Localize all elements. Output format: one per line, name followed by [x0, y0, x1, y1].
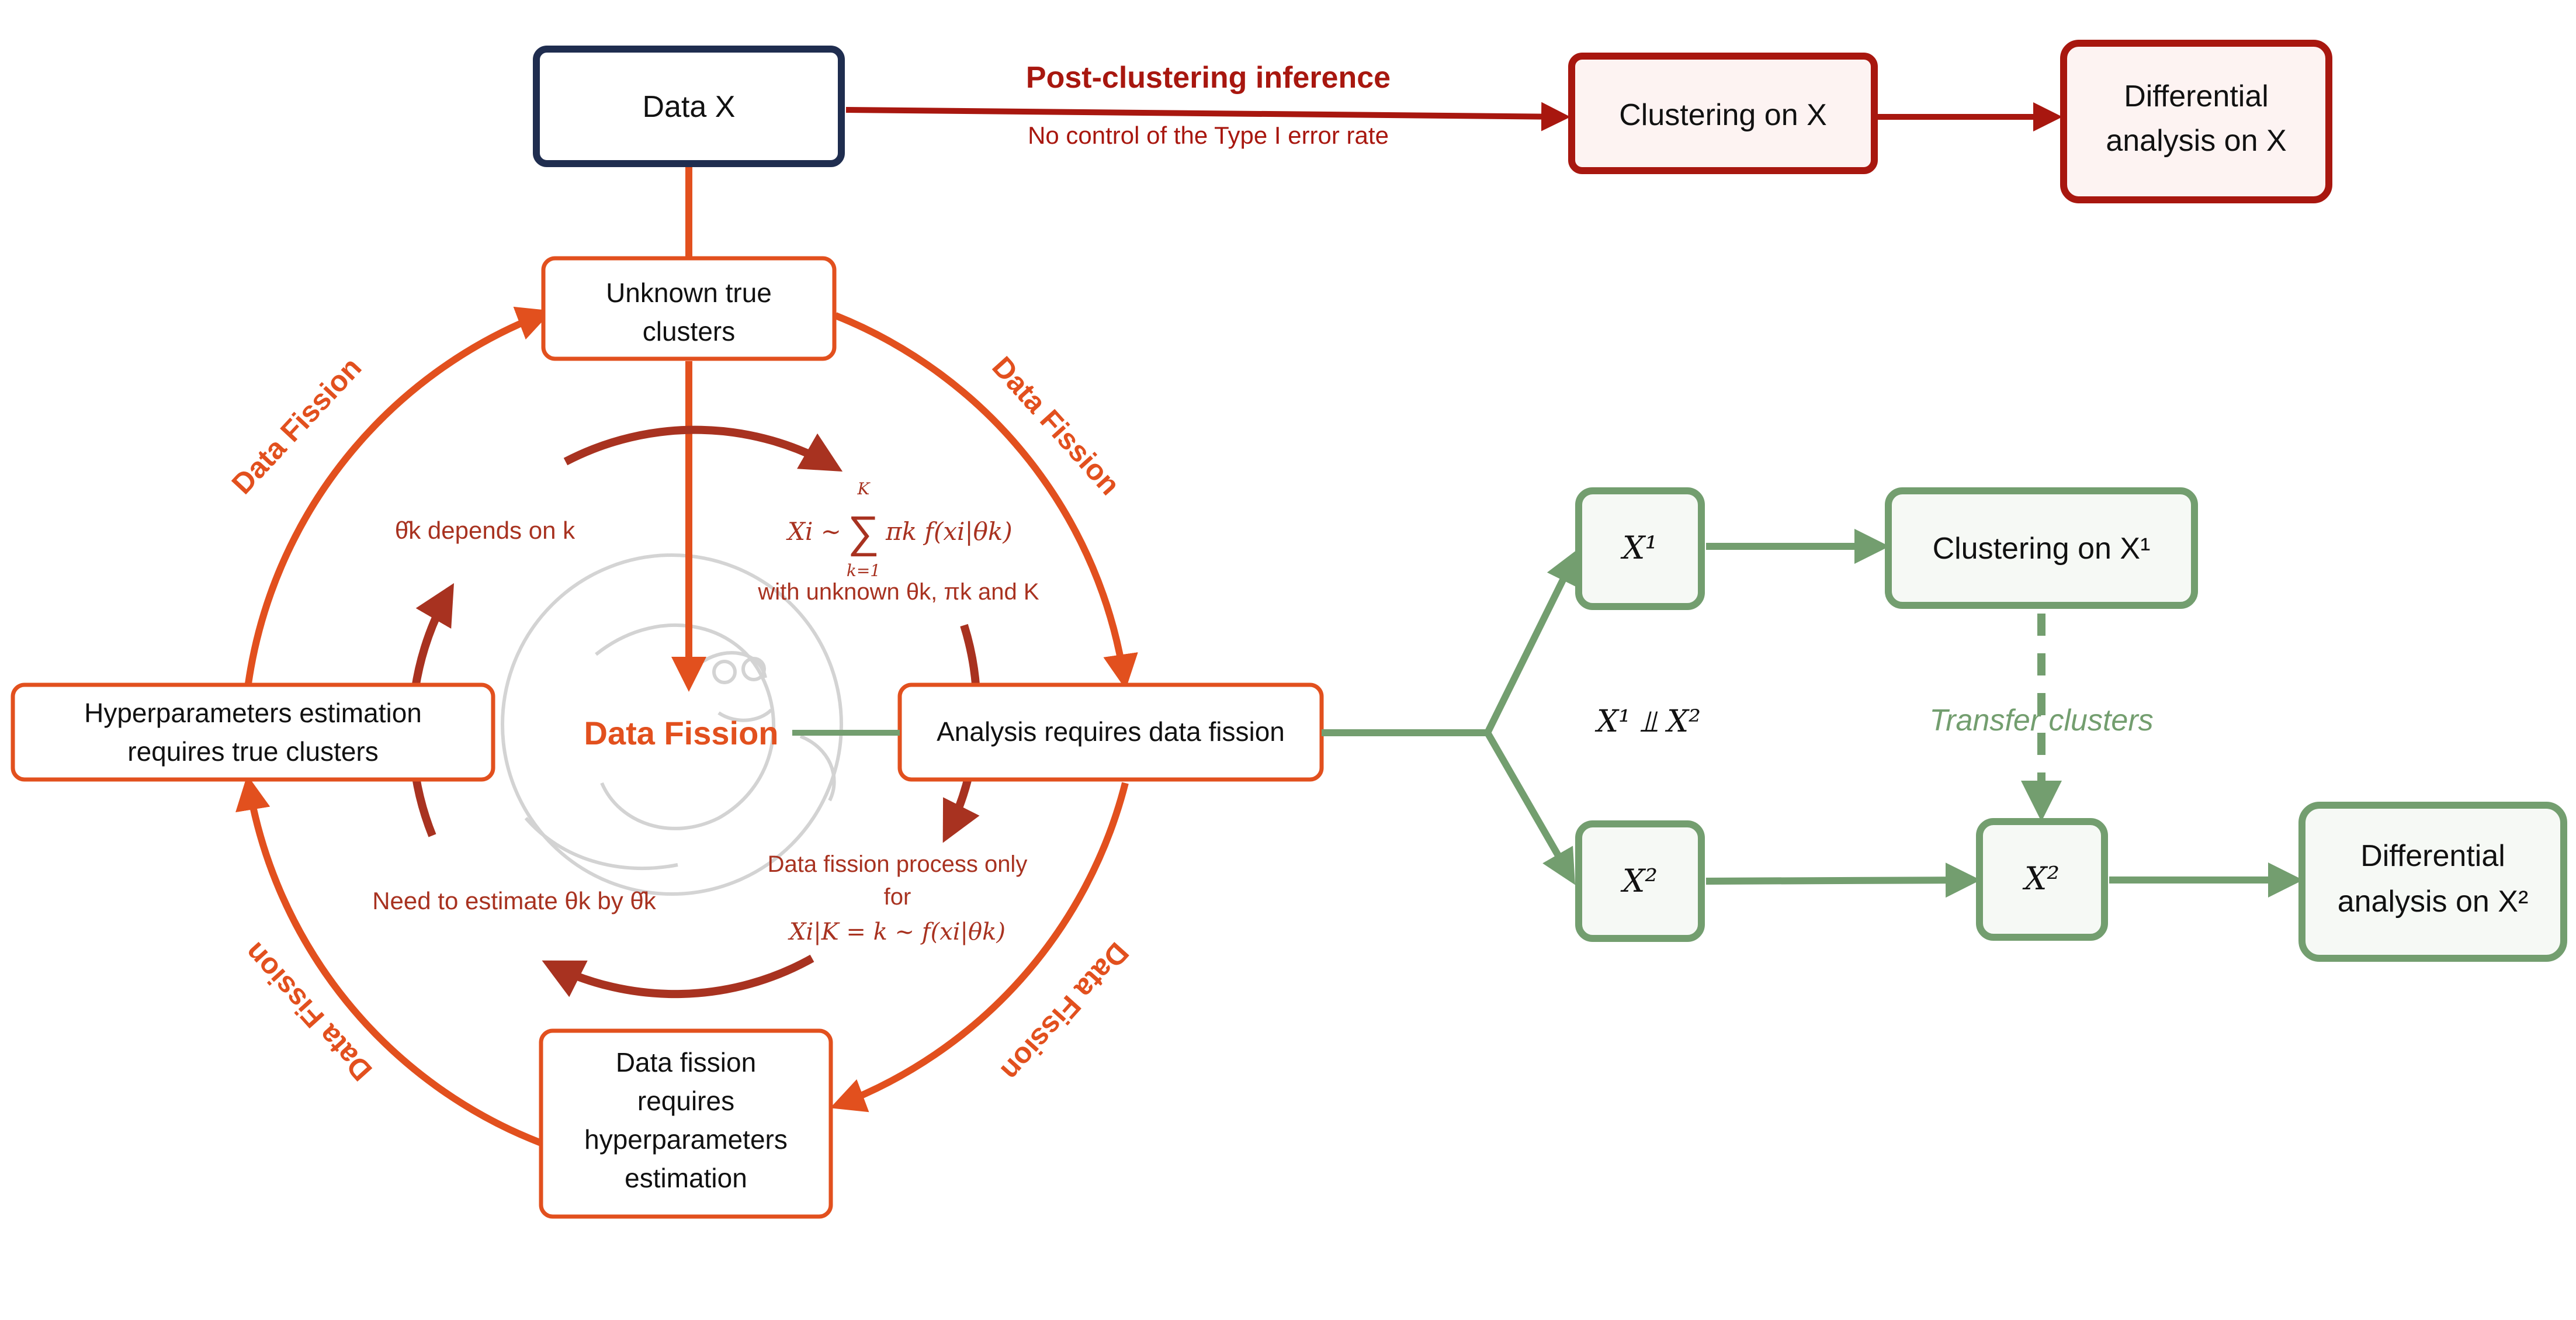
mascot-sketch-icon [501, 553, 843, 896]
clustering-on-x-label: Clustering on X [1619, 98, 1827, 132]
fission-line4: estimation [625, 1163, 747, 1193]
fission-line1: Data fission [616, 1047, 756, 1078]
mixture-sum-bottom: k=1 [847, 561, 880, 580]
arc-label-top-left: Data Fission [226, 351, 368, 501]
arc-label-bottom-right: Data Fission [994, 936, 1135, 1087]
differential-x2-line2: analysis on X² [2338, 885, 2529, 919]
arc-bottom-left [235, 775, 543, 1146]
transfer-clusters-label: Transfer clusters [1929, 704, 2153, 737]
clustering-on-x-box: Clustering on X [1568, 53, 1878, 174]
analysis-label: Analysis requires data fission [937, 716, 1285, 747]
fork-to-x2-arrow [1484, 731, 1575, 885]
hyper-line2: requires true clusters [127, 736, 379, 767]
fork-to-x1-arrow [1484, 549, 1579, 735]
need-to-estimate-note: Need to estimate θk by θ̂k [372, 887, 657, 914]
mixture-unknown-note: with unknown θk, πk and K [757, 579, 1039, 605]
independence-statement: X¹ ⫫ X² [1594, 704, 1701, 739]
fission-requires-hyper-box: Data fission requires hyperparameters es… [539, 1028, 833, 1219]
unknown-line1: Unknown true [606, 278, 772, 308]
fission-process-line2: for [884, 884, 911, 910]
x2-transferred-box: X² [1976, 818, 2108, 941]
differential-x-line2: analysis on X [2106, 124, 2286, 158]
x1-box: X¹ [1575, 487, 1705, 610]
differential-analysis-x-box: Differential analysis on X [2060, 40, 2332, 203]
clustering-on-x1-box: Clustering on X¹ [1885, 487, 2198, 609]
x2-to-x2-arrow [1705, 862, 1981, 898]
unknown-line2: clusters [643, 316, 735, 347]
arc-top-left [245, 306, 553, 684]
x2-label: X² [1620, 862, 1658, 899]
arc-bottom-right [830, 782, 1129, 1113]
fission-process-line1: Data fission process only [768, 851, 1028, 877]
mixture-lhs: Xi ~ [786, 517, 841, 546]
fission-line2: requires [637, 1086, 734, 1116]
hyper-line1: Hyperparameters estimation [84, 698, 422, 728]
arc-label-top-right: Data Fission [986, 350, 1126, 501]
clustering-on-x1-label: Clustering on X¹ [1933, 532, 2151, 566]
differential-x2-line1: Differential [2360, 839, 2505, 873]
center-data-fission-label: Data Fission [584, 715, 779, 751]
post-clustering-subtitle: No control of the Type I error rate [1028, 122, 1389, 149]
x1-label: X¹ [1620, 529, 1658, 566]
mixture-sum-top: K [857, 479, 871, 498]
post-clustering-arrow [845, 102, 1570, 131]
data-x-label: Data X [643, 90, 736, 124]
fission-process-line3: Xi|K = k ~ f(xi|θk) [788, 919, 1006, 945]
post-clustering-title: Post-clustering inference [1026, 61, 1391, 95]
differential-x-line1: Differential [2124, 79, 2269, 113]
data-x-box: Data X [533, 46, 845, 167]
analysis-requires-fission-box: Analysis requires data fission [897, 682, 1324, 782]
inner-arc-bottom [542, 954, 814, 999]
mixture-rhs: πk f(xi|θk) [885, 517, 1013, 546]
inner-arc-top [563, 425, 843, 472]
arc-top-right [834, 312, 1138, 690]
x2-box: X² [1575, 820, 1705, 942]
mixture-sum-sign: ∑ [848, 507, 879, 557]
x2-transferred-label: X² [2022, 860, 2060, 897]
fission-line3: hyperparameters [584, 1124, 788, 1155]
differential-analysis-x2-box: Differential analysis on X² [2298, 802, 2567, 962]
mixture-formula: Xi ~ ∑ K k=1 πk f(xi|θk) [786, 479, 1013, 580]
hyperparameters-estimation-box: Hyperparameters estimation requires true… [11, 682, 495, 782]
theta-depends-on-k-note: θ̂k depends on k [395, 517, 575, 544]
unknown-true-clusters-box: Unknown true clusters [541, 256, 837, 361]
